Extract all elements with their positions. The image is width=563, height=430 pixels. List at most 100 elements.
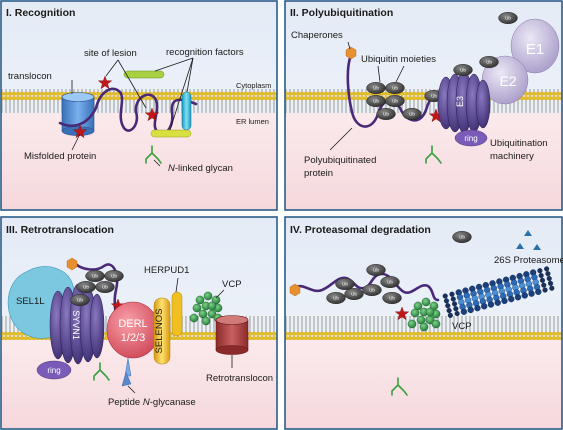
ubiquitin-icon — [452, 230, 472, 244]
peptide-fragments — [516, 230, 541, 250]
panel-recognition: I. Recognition site of lesion — [0, 0, 278, 211]
label-retrotranslocon: Retrotranslocon — [206, 373, 273, 384]
ring-domain — [36, 360, 72, 380]
proteasome-subunit — [546, 275, 552, 282]
panel-title: IV. Proteasomal degradation — [290, 224, 431, 236]
ring-domain — [454, 129, 488, 147]
proteasome-subunit — [447, 312, 453, 318]
label-polyubiquitinated-protein-line1: Polyubiquitinated — [304, 155, 376, 166]
label-chaperones: Chaperones — [291, 30, 343, 41]
label-recognition-factors: recognition factors — [166, 47, 244, 58]
label-herpud1: HERPUD1 — [144, 265, 189, 276]
ubiquitin-icon — [104, 269, 124, 283]
ubiquitin-icon — [453, 63, 473, 77]
label-syvn1: SYVN1 — [71, 310, 81, 340]
proteasome-subunit — [454, 311, 460, 317]
proteasome-subunit — [547, 280, 554, 286]
ubiquitin-icon — [76, 280, 96, 294]
ubiquitin-icon — [85, 269, 105, 283]
ubiquitin-icon — [376, 107, 396, 121]
proteasome-subunit — [443, 298, 450, 304]
label-site-of-lesion: site of lesion — [84, 48, 137, 59]
ubiquitin-icon — [498, 11, 518, 25]
proteasome-subunit — [542, 287, 548, 293]
ubiquitin-icon — [362, 283, 382, 297]
panel-polyubiquitination: II. Polyubiquitination E1 E2 E3 — [284, 0, 563, 211]
proteasome-subunit — [446, 307, 452, 314]
pngase-enzyme — [124, 357, 132, 377]
proteasome-subunit — [494, 299, 501, 306]
selenos-protein — [153, 297, 171, 365]
ubiquitin-icon — [402, 107, 422, 121]
misfolded-protein-chain — [58, 87, 198, 135]
label-polyubiquitinated-protein-line2: protein — [304, 168, 333, 179]
label-translocon: translocon — [8, 71, 52, 82]
label-derl-line1: DERL — [118, 318, 147, 330]
ubiquitin-icon — [335, 277, 355, 291]
label-n-linked-glycan: N-linked glycan — [168, 163, 233, 174]
proteasome-subunit — [467, 306, 474, 314]
proteasome-subunit — [545, 271, 551, 277]
proteasome-subunit — [452, 301, 458, 307]
proteasome-subunit — [535, 288, 542, 295]
ubiquitin-icon — [382, 291, 402, 305]
ubiquitin-icon — [366, 81, 386, 95]
proteasome-subunit — [450, 296, 456, 302]
proteasome-subunit — [445, 303, 451, 309]
label-ubiquitination-machinery-line1: Ubiquitination — [490, 138, 548, 149]
proteasome-subunit — [449, 291, 455, 297]
ubiquitin-icon — [326, 291, 346, 305]
recognition-factor — [181, 91, 192, 131]
proteasome-subunit — [549, 285, 555, 291]
proteasome-subunit — [528, 290, 535, 297]
recognition-factor — [150, 129, 192, 138]
proteasome-26s — [442, 266, 555, 318]
label-misfolded-protein: Misfolded protein — [24, 151, 96, 162]
label-vcp: VCP — [452, 321, 472, 332]
label-selenos: SELENOS — [154, 309, 165, 354]
proteasome-subunit — [514, 294, 522, 301]
ubiquitin-icon — [344, 287, 364, 301]
label-26s-proteasome: 26S Proteasome — [494, 255, 563, 266]
ubiquitin-icon — [70, 293, 90, 307]
proteasome-subunit — [521, 292, 528, 299]
label-cytoplasm: Cytoplasm — [236, 81, 271, 90]
proteasome-subunit — [544, 266, 550, 272]
ubiquitin-icon — [385, 94, 405, 108]
panel-title: II. Polyubiquitination — [290, 7, 393, 19]
proteasome-subunit — [453, 306, 459, 312]
proteasome-subunit — [481, 303, 488, 310]
retrotranslocon-channel — [215, 315, 249, 355]
ubiquitin-icon — [380, 275, 400, 289]
proteasome-subunit — [541, 282, 547, 288]
label-peptide-n-glycanase: Peptide N-glycanase — [108, 397, 196, 408]
translocon-channel — [61, 92, 95, 136]
ubiquitin-icon — [385, 81, 405, 95]
label-e3: E3 — [455, 96, 465, 107]
e3-ligase: E3 — [437, 70, 491, 134]
proteasome-subunit — [539, 277, 546, 283]
label-e1: E1 — [526, 41, 544, 58]
label-ring: ring — [47, 366, 60, 375]
panel-proteasomal-degradation: IV. Proteasomal degradation 26S Pro — [284, 216, 563, 430]
proteasome-subunit — [537, 268, 543, 274]
label-vcp: VCP — [222, 279, 242, 290]
proteasome-subunit — [508, 295, 515, 303]
e1-enzyme — [510, 18, 560, 74]
ubiquitin-icon — [366, 94, 386, 108]
misfolded-protein-chain — [294, 272, 440, 302]
proteasome-subunit — [474, 304, 481, 312]
ubiquitin-icon — [366, 263, 386, 277]
proteasome-subunit — [487, 301, 495, 308]
panel-retrotranslocation: III. Retrotranslocation SEL1L SYVN1 ring… — [0, 216, 278, 430]
panel-title: III. Retrotranslocation — [6, 224, 114, 236]
label-ring: ring — [464, 134, 477, 143]
proteasome-subunit — [460, 308, 468, 315]
proteasome-subunit — [538, 272, 544, 279]
ubiquitin-icon — [479, 55, 499, 69]
label-e2: E2 — [499, 73, 516, 89]
label-derl-line2: 1/2/3 — [121, 332, 145, 344]
label-ubiquitin-moieties: Ubiquitin moieties — [361, 54, 436, 65]
label-sel1l: SEL1L — [16, 296, 45, 307]
